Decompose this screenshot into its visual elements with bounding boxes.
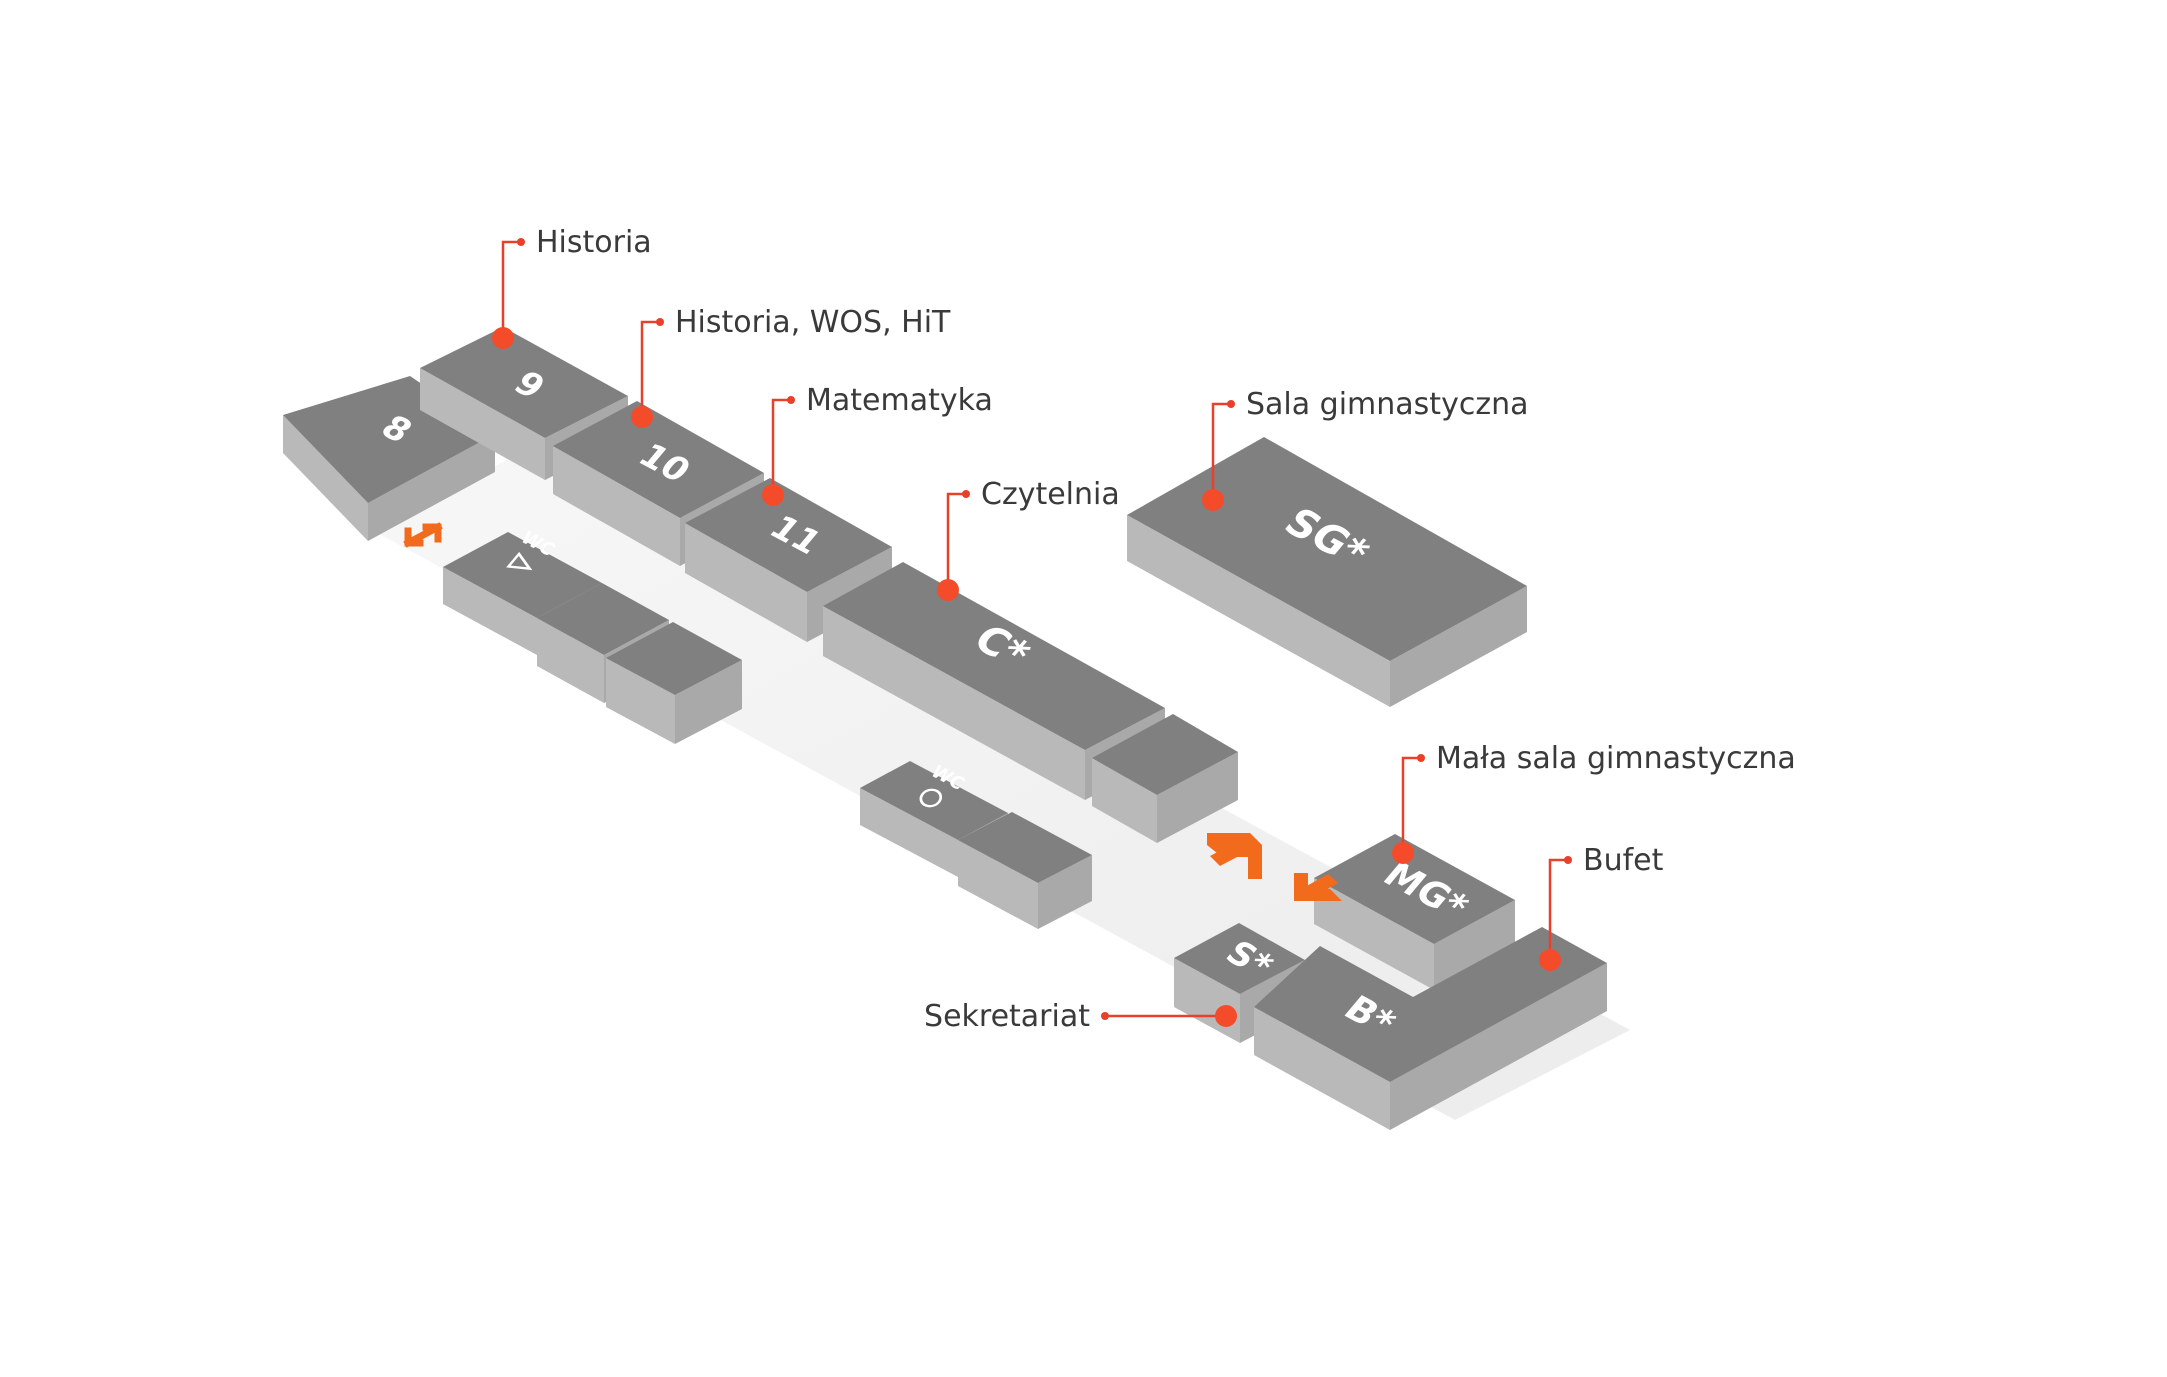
callout-historia: Historia [492, 225, 652, 349]
callout-sekretariat-label: Sekretariat [924, 999, 1090, 1034]
callout-sala-gimnastyczna-label: Sala gimnastyczna [1246, 387, 1528, 422]
callout-czytelnia-label: Czytelnia [981, 477, 1120, 512]
callout-mala-sala-gimnastyczna: Mała sala gimnastyczna [1392, 741, 1796, 864]
callout-sala-gimnastyczna: Sala gimnastyczna [1202, 387, 1528, 511]
arrow-down-left-icon [1294, 873, 1342, 901]
room-bufet[interactable]: B* [1254, 927, 1607, 1130]
circle-icon [919, 788, 943, 808]
callout-historia-label: Historia [536, 225, 652, 260]
floor-slab [372, 440, 1630, 1120]
callout-sekretariat: Sekretariat [924, 999, 1237, 1034]
triangle-icon [506, 551, 533, 571]
callout-mala-sala-gimnastyczna-label: Mała sala gimnastyczna [1436, 741, 1796, 776]
double-arrow-icon [403, 522, 443, 548]
callout-historia-wos-hit: Historia, WOS, HiT [631, 305, 951, 428]
room-wc-block-4[interactable] [958, 812, 1092, 929]
callout-matematyka: Matematyka [762, 383, 993, 506]
callout-czytelnia: Czytelnia [937, 477, 1120, 601]
callout-bufet-label: Bufet [1583, 843, 1664, 878]
room-block[interactable] [1092, 714, 1238, 843]
arrow-up-right-icon [1207, 833, 1262, 879]
callout-matematyka-label: Matematyka [806, 383, 993, 418]
room-mala-sala-gimnastyczna[interactable]: MG* [1314, 834, 1515, 990]
room-wc-block-3[interactable] [606, 622, 742, 744]
room-sala-gimnastyczna[interactable]: SG* [1127, 437, 1527, 707]
callout-historia-wos-hit-label: Historia, WOS, HiT [675, 305, 951, 340]
callout-bufet: Bufet [1539, 843, 1664, 971]
